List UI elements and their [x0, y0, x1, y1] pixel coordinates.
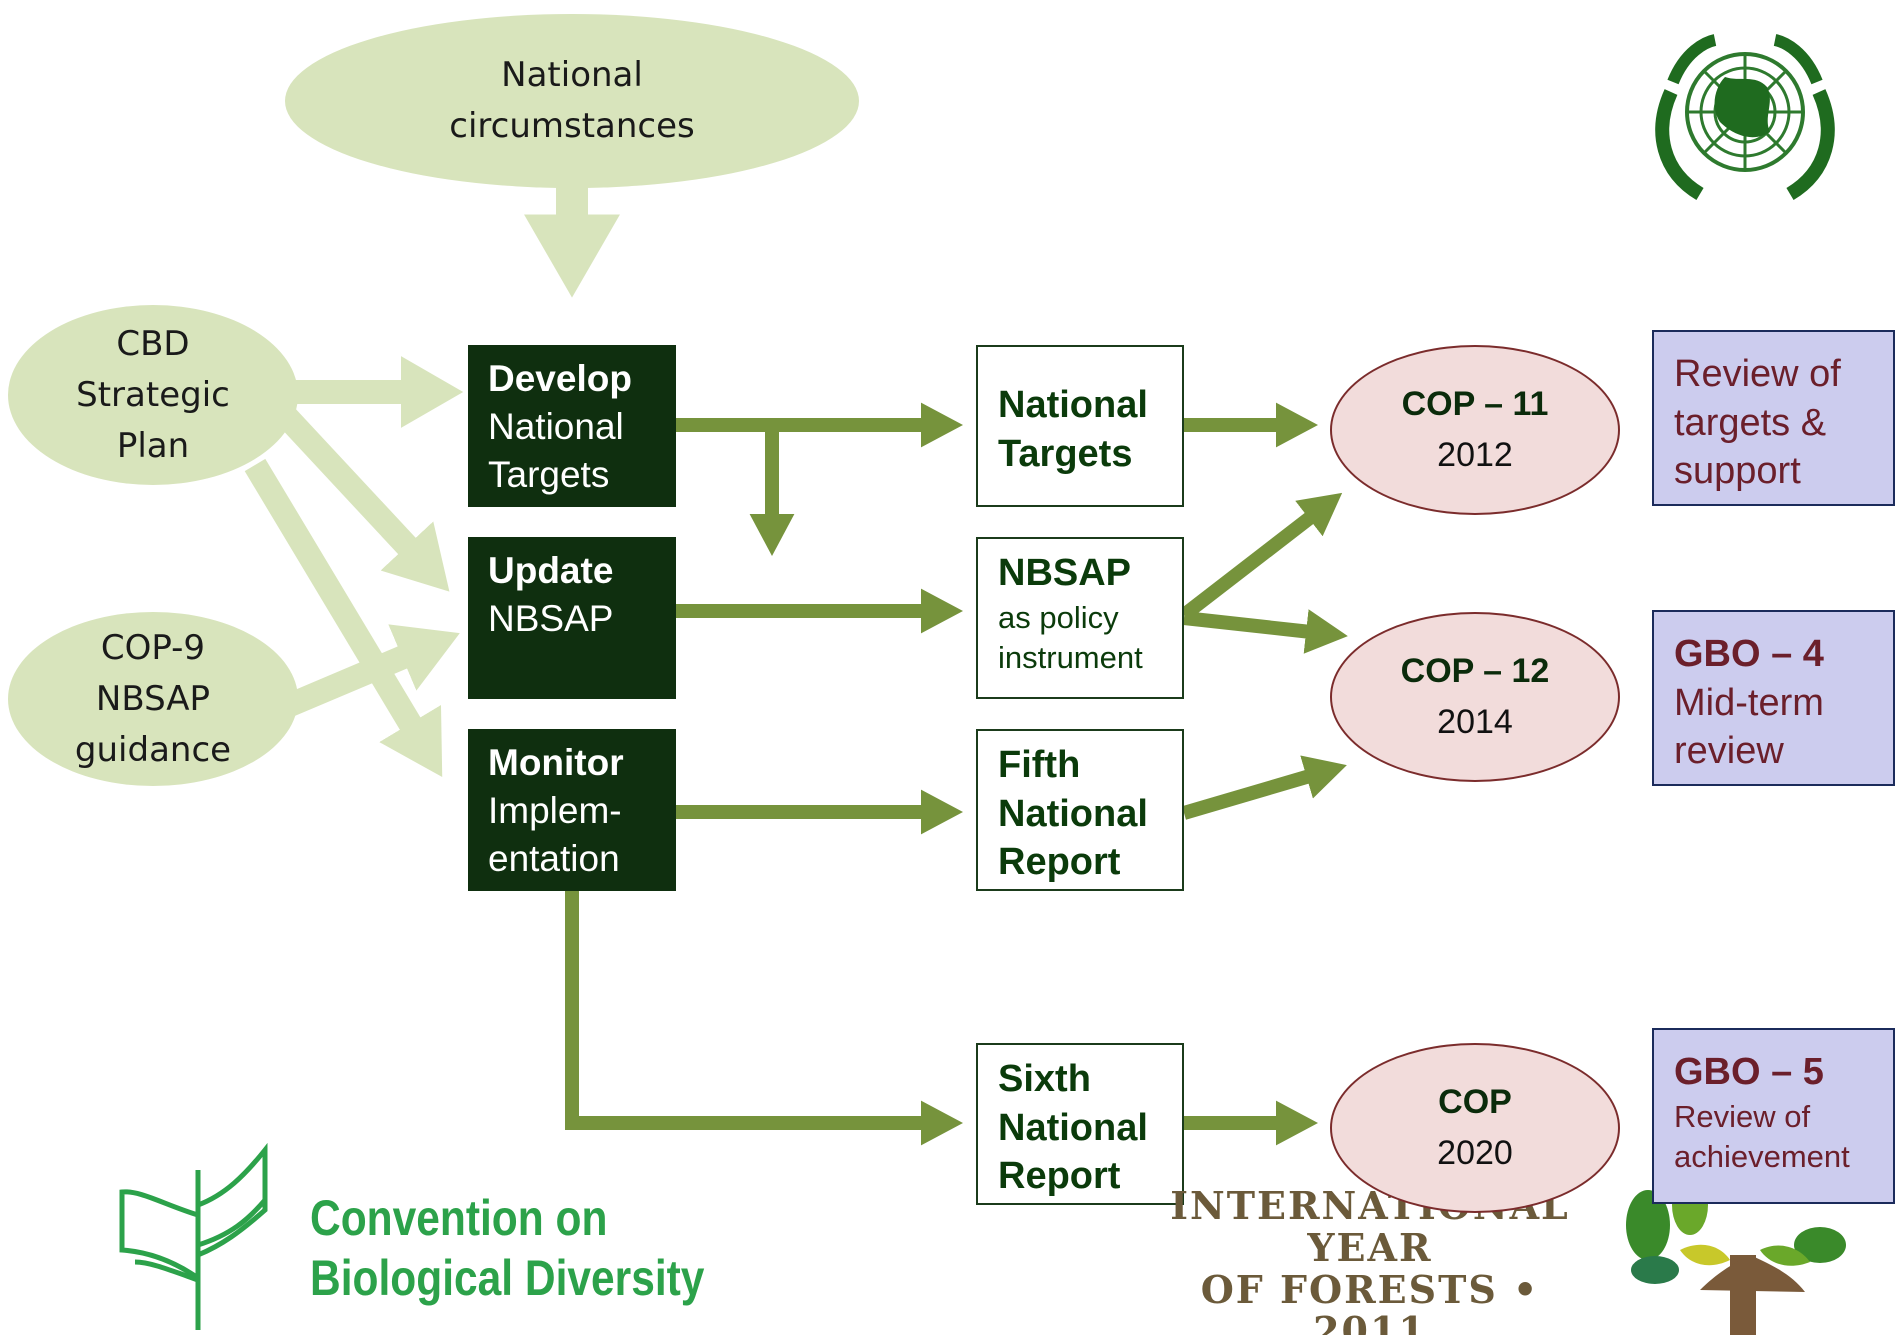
monitor-title: Monitor [488, 742, 624, 783]
gbo5-title: GBO – 5 [1674, 1051, 1824, 1093]
nbsap-title: NBSAP [998, 552, 1132, 594]
arrow-nbsap-to-cop11 [1179, 492, 1343, 621]
develop-subtitle: National Targets [488, 406, 624, 496]
flow-arrows [565, 402, 1348, 1146]
monitor-box: Monitor Implem- entation [468, 729, 676, 891]
national-targets-box: National Targets [976, 345, 1184, 507]
gbo4-text: Mid-term review [1674, 681, 1824, 773]
gbo5-box: GBO – 5 Review of achievement [1652, 1028, 1895, 1204]
cop12-year: 2014 [1437, 703, 1513, 741]
review-targets-box: Review of targets & support [1652, 330, 1895, 506]
national-circumstances-ellipse: National circumstances [285, 14, 859, 188]
iyf-logo-text: INTERNATIONAL YEAR OF FORESTS • 2011 [1170, 1183, 1570, 1335]
input-arrows [244, 185, 620, 778]
arrow-plan-to-monitor [244, 458, 443, 778]
cbd-strategic-plan-label: CBD Strategic Plan [76, 323, 230, 466]
monitor-subtitle: Implem- entation [488, 790, 622, 880]
arrow-monitor-to-sixth [565, 890, 963, 1146]
cop12-title: COP – 12 [1400, 652, 1550, 690]
update-box: Update NBSAP [468, 537, 676, 699]
arrow-guidance-to-update [285, 624, 460, 717]
update-subtitle: NBSAP [488, 598, 614, 640]
cop9-guidance-ellipse: COP-9 NBSAP guidance [8, 612, 298, 786]
develop-box: Develop National Targets [468, 345, 676, 507]
cop11-year: 2012 [1437, 436, 1513, 474]
cop12-ellipse: COP – 12 2014 [1330, 612, 1620, 782]
cop2020-year: 2020 [1437, 1134, 1513, 1172]
gbo4-title: GBO – 4 [1674, 633, 1824, 675]
cop9-guidance-label: COP-9 NBSAP guidance [74, 627, 232, 770]
national-targets-title: National Targets [998, 384, 1148, 475]
cop2020-ellipse: COP 2020 [1330, 1043, 1620, 1213]
cbd-leaf-icon [119, 1142, 268, 1330]
update-title: Update [488, 550, 614, 591]
cop11-title: COP – 11 [1401, 385, 1549, 423]
nbsap-subtitle: as policy instrument [998, 599, 1143, 675]
cop2020-title: COP [1438, 1083, 1512, 1121]
cop11-ellipse: COP – 11 2012 [1330, 345, 1620, 515]
gbo4-box: GBO – 4 Mid-term review [1652, 610, 1895, 786]
nbsap-box: NBSAP as policy instrument [976, 537, 1184, 699]
sixth-report-box: Sixth National Report [976, 1043, 1184, 1205]
sixth-report-title: Sixth National Report [998, 1058, 1148, 1198]
un-emblem [1655, 34, 1835, 201]
arrow-fifth-to-cop12 [1182, 755, 1347, 820]
review-targets-text: Review of targets & support [1674, 353, 1841, 493]
gbo5-text: Review of achievement [1674, 1098, 1850, 1174]
national-circumstances-label: National circumstances [449, 55, 695, 146]
develop-title: Develop [488, 358, 632, 399]
cbd-logo-text: Convention on Biological Diversity [310, 1190, 705, 1306]
fifth-report-title: Fifth National Report [998, 744, 1148, 884]
arrow-plan-to-update [276, 406, 450, 592]
arrow-nbsap-to-cop12 [1183, 609, 1348, 654]
cbd-strategic-plan-ellipse: CBD Strategic Plan [8, 305, 298, 485]
fifth-report-box: Fifth National Report [976, 729, 1184, 891]
iyf-tree-icon [1626, 1175, 1846, 1335]
